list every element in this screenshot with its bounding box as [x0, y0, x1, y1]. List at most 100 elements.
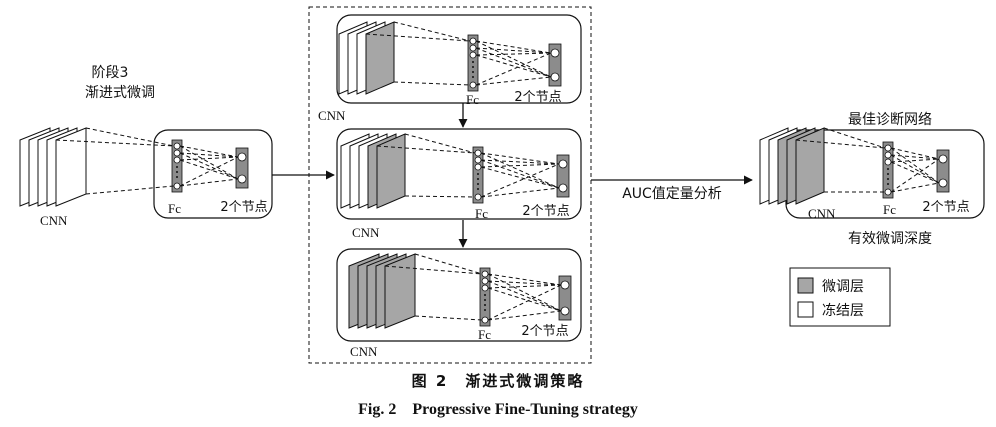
candidate-1-nodes-label: 2个节点	[514, 90, 561, 105]
fc-ellipsis-dot	[887, 178, 889, 180]
candidate-2-fc-label: Fc	[475, 206, 488, 221]
fc-neuron	[469, 81, 477, 89]
candidate-network-3-fc	[479, 267, 491, 327]
fc-layer-bar	[479, 267, 491, 327]
candidate-3-cnn-label: CNN	[350, 344, 378, 359]
fc-neuron	[173, 182, 181, 190]
candidate-network-2-cnn-stack	[340, 133, 406, 209]
connection-line	[795, 139, 886, 149]
candidate-2-nodes-label: 2个节点	[522, 204, 569, 219]
output-node	[237, 174, 247, 184]
candidate-network-3-box	[336, 248, 582, 342]
fc-ellipsis-dot	[477, 173, 479, 175]
connection-line	[823, 127, 886, 149]
connection-line	[480, 187, 560, 198]
connection-line	[475, 40, 552, 54]
finetuned-layer-sheet	[795, 127, 825, 205]
output-node	[560, 280, 570, 290]
connection-line	[393, 81, 471, 86]
fc-neuron	[481, 277, 489, 285]
candidate-3-fc-label: Fc	[478, 327, 491, 342]
stage-nodes-label: 2个节点	[220, 200, 267, 215]
connection-line	[475, 40, 552, 78]
connection-line	[393, 21, 471, 42]
stage-network-box	[153, 129, 273, 219]
best-network-cnn-stack	[759, 127, 825, 205]
stage-sublabel: 渐进式微调	[85, 85, 155, 101]
connection-line	[480, 152, 560, 165]
best-network-nodes-label: 2个节点	[922, 200, 969, 215]
output-node	[550, 72, 560, 82]
connection-line	[890, 147, 940, 184]
connection-line	[480, 159, 560, 165]
fc-ellipsis-dot	[484, 309, 486, 311]
connection-line	[480, 163, 560, 168]
connection-line	[487, 284, 562, 321]
connection-line	[55, 139, 175, 147]
connection-line	[890, 154, 940, 160]
fc-neuron	[884, 158, 892, 166]
connection-line	[414, 315, 483, 321]
candidate-networks-panel	[308, 6, 592, 364]
connection-line	[179, 156, 239, 161]
connection-line	[487, 287, 562, 312]
fc-neuron	[474, 149, 482, 157]
fc-neuron	[474, 193, 482, 201]
connection-line	[179, 156, 239, 187]
best-network-output	[936, 149, 950, 193]
fc-neuron	[884, 144, 892, 152]
fc-ellipsis-dot	[887, 183, 889, 185]
fc-neuron	[173, 142, 181, 150]
connection-line	[85, 185, 175, 195]
legend-finetune-label: 微调层	[822, 279, 864, 295]
fc-ellipsis-dot	[484, 304, 486, 306]
finetuned-layer-sheet	[384, 253, 416, 329]
connection-line	[179, 159, 239, 180]
candidate-3-nodes-label: 2个节点	[521, 324, 568, 339]
legend-finetune-swatch	[797, 277, 814, 294]
best-network-label: 最佳诊断网络	[848, 112, 932, 128]
stage-network-fc	[171, 139, 183, 193]
candidate-network-1-box	[336, 14, 582, 104]
fc-neuron	[481, 284, 489, 292]
fc-neuron	[474, 156, 482, 164]
figure-caption-chinese: 图 2 渐进式微调策略	[411, 372, 585, 390]
candidate-network-3-cnn-stack	[348, 253, 416, 329]
connection-line	[414, 253, 483, 275]
candidate-1-cnn-label: CNN	[318, 108, 346, 123]
candidate-network-2-output	[556, 154, 570, 198]
candidate-1-fc-label: Fc	[466, 92, 479, 107]
candidate-network-3-output	[558, 275, 572, 321]
connection-line	[480, 152, 560, 189]
fc-neuron	[469, 37, 477, 45]
candidate-2-cnn-label: CNN	[352, 225, 380, 240]
connection-line	[475, 52, 552, 56]
fc-ellipsis-dot	[484, 299, 486, 301]
stage-fc-label: Fc	[168, 201, 181, 216]
fc-ellipsis-dot	[176, 176, 178, 178]
fc-neuron	[481, 270, 489, 278]
best-network-fc	[882, 141, 894, 199]
fc-neuron	[173, 156, 181, 164]
fc-ellipsis-dot	[477, 178, 479, 180]
best-network-cnn-label: CNN	[808, 206, 836, 221]
candidate-network-2-fc	[472, 146, 484, 204]
fc-neuron	[884, 188, 892, 196]
fc-ellipsis-dot	[176, 166, 178, 168]
finetuned-layer-sheet	[365, 21, 395, 95]
connection-line	[480, 163, 560, 198]
connection-line	[487, 280, 562, 286]
fc-neuron	[173, 149, 181, 157]
auc-analysis-label: AUC值定量分析	[622, 186, 722, 202]
connection-line	[404, 133, 476, 154]
stage-label: 阶段3	[92, 65, 129, 81]
fc-neuron	[884, 151, 892, 159]
best-network-fc-label: Fc	[883, 202, 896, 217]
connection-line	[475, 47, 552, 54]
output-node	[938, 154, 948, 164]
candidate-network-1-cnn-stack	[338, 21, 395, 95]
fc-ellipsis-dot	[887, 173, 889, 175]
connection-line	[376, 145, 476, 154]
connection-line	[487, 284, 562, 289]
connection-line	[475, 52, 552, 86]
